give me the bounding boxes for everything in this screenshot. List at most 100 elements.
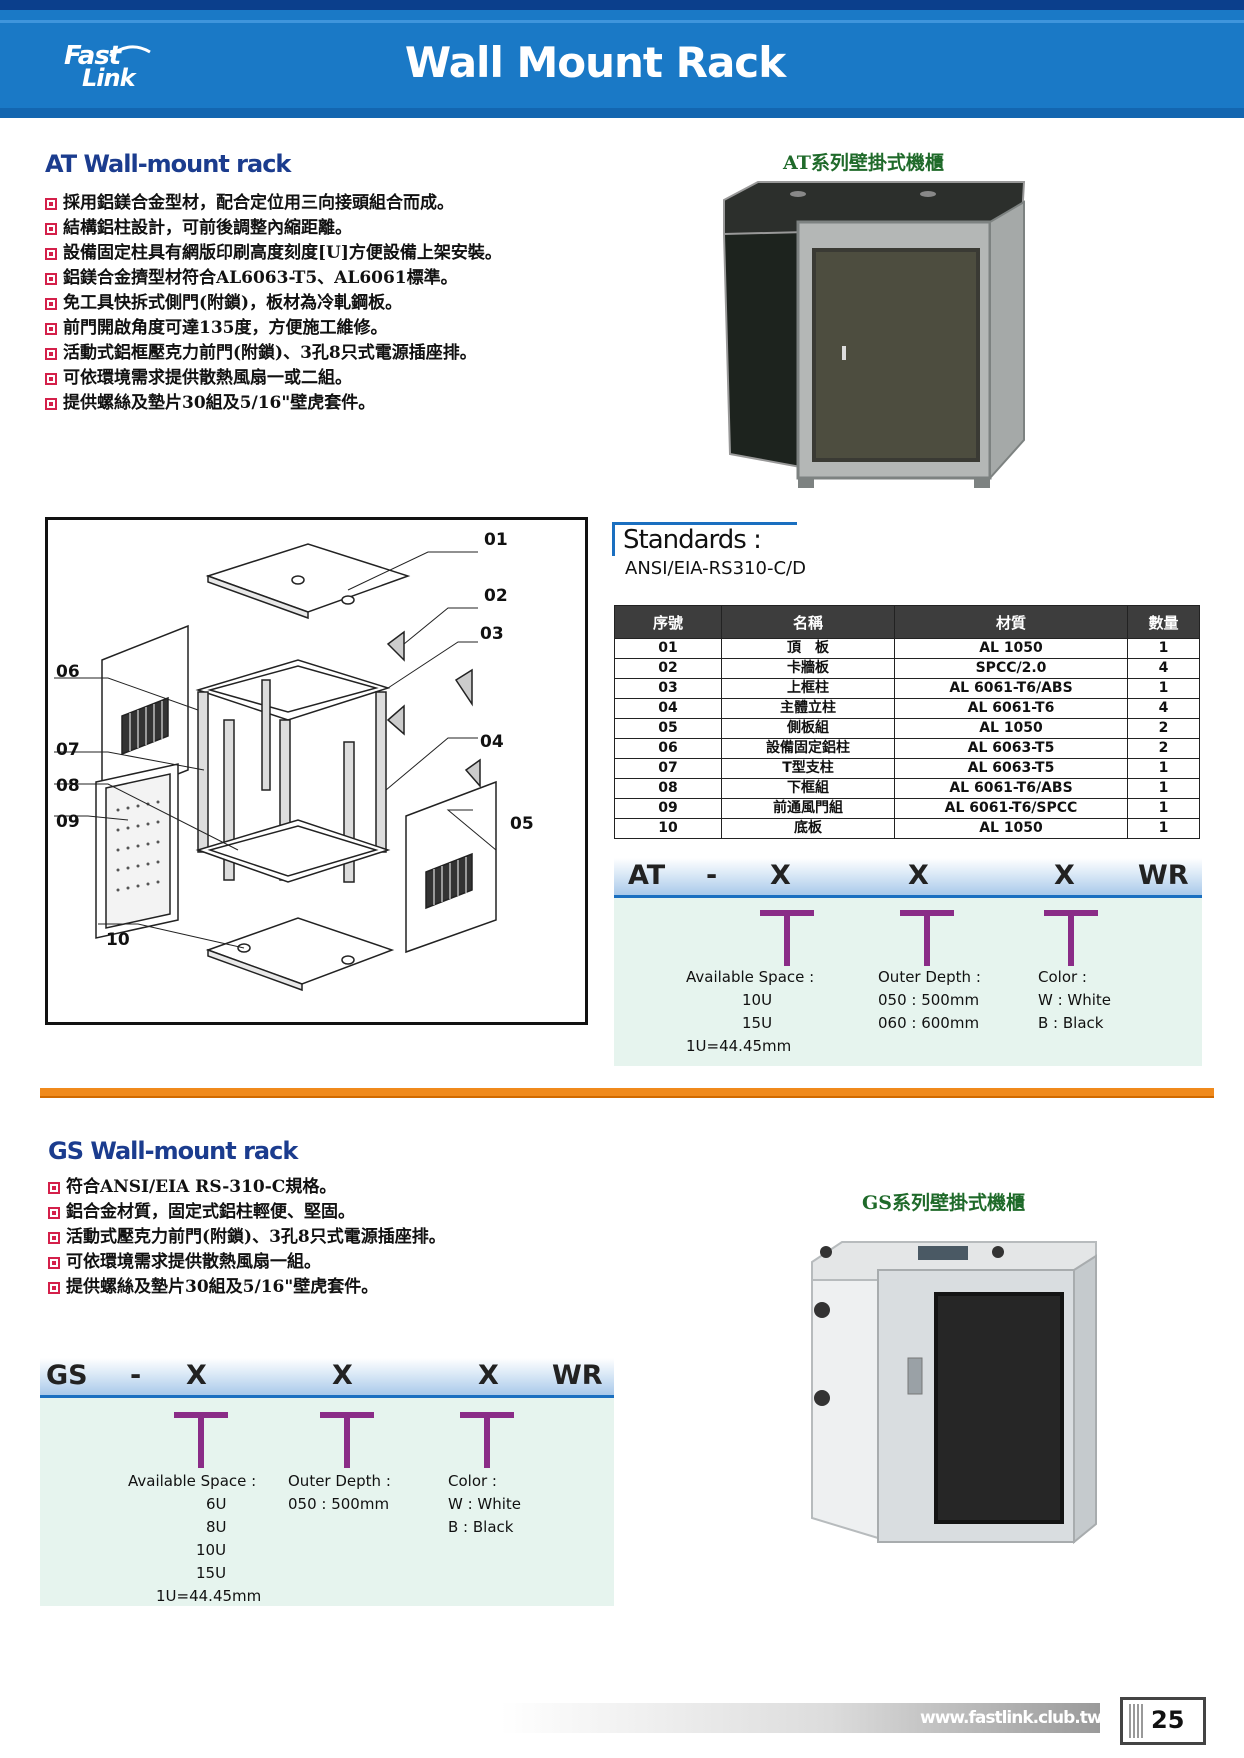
- at-depth-option-2: 060 : 600mm: [878, 1014, 980, 1032]
- part-material-cell: AL 1050: [894, 638, 1128, 659]
- col-header-quantity: 數量: [1127, 605, 1200, 639]
- at-code-depth: X: [908, 860, 929, 891]
- at-code-dash: -: [706, 860, 718, 891]
- part-material-cell: AL 6063-T5: [894, 738, 1128, 759]
- at-code-space: X: [770, 860, 791, 891]
- at-depth-options: Outer Depth : 050 : 500mm 060 : 600mm: [878, 966, 981, 1035]
- page-title: Wall Mount Rack: [404, 38, 786, 87]
- at-color-option-1: W : White: [1038, 991, 1112, 1009]
- bullet-square-icon: [45, 247, 57, 260]
- part-material-cell: AL 6061-T6: [894, 698, 1128, 719]
- part-name-cell: 底板: [721, 818, 895, 839]
- gs-t-marker-color: [460, 1412, 514, 1468]
- footer-bar: [500, 1703, 1100, 1733]
- gs-space-option-4: 15U: [196, 1564, 227, 1582]
- gs-space-note: 1U=44.45mm: [156, 1587, 262, 1605]
- gs-t-marker-depth: [320, 1412, 374, 1468]
- callout-06: 06: [56, 662, 80, 682]
- part-name-cell: 前通風門組: [721, 798, 895, 819]
- header-highlight-line: [0, 20, 1244, 23]
- page-number: 25: [1151, 1706, 1185, 1734]
- at-feature-item: 可依環境需求提供散熱風扇一或二組。: [45, 366, 502, 391]
- gs-feature-text: 可依環境需求提供散熱風扇一組。: [66, 1252, 321, 1272]
- callout-01: 01: [484, 530, 508, 550]
- at-feature-item: 採用鋁鎂合金型材，配合定位用三向接頭組合而成。: [45, 191, 502, 216]
- part-quantity-cell: 1: [1127, 638, 1200, 659]
- gs-space-option-2: 8U: [206, 1518, 227, 1536]
- part-quantity-cell: 2: [1127, 718, 1200, 739]
- part-number-cell: 02: [614, 658, 722, 679]
- at-color-options: Color : W : White B : Black: [1038, 966, 1111, 1035]
- part-quantity-cell: 1: [1127, 778, 1200, 799]
- gs-space-option-1: 6U: [206, 1495, 227, 1513]
- callout-03: 03: [480, 624, 504, 644]
- fastlink-logo-icon: Fast Link: [64, 41, 151, 92]
- bullet-square-icon: [45, 222, 57, 235]
- footer-website-link[interactable]: www.fastlink.club.tw: [920, 1708, 1103, 1728]
- gs-model-code-bar: GS - X X X WR: [40, 1358, 614, 1398]
- at-code-suffix: WR: [1138, 860, 1189, 891]
- gs-feature-item: 活動式壓克力前門(附鎖)、3孔8只式電源插座排。: [48, 1225, 446, 1250]
- gs-code-dash: -: [130, 1360, 142, 1391]
- col-header-name: 名稱: [721, 605, 895, 639]
- rack-exploded-drawing-icon: [54, 543, 497, 992]
- part-name-cell: 卡牆板: [721, 658, 895, 679]
- gs-feature-list: 符合ANSI/EIA RS-310-C規格。鋁合金材質，固定式鋁柱輕便、堅固。活…: [48, 1175, 446, 1300]
- at-model-code-body: Available Space : 10U 15U 1U=44.45mm Out…: [614, 898, 1202, 1066]
- gs-feature-text: 提供螺絲及墊片30組及5/16"壁虎套件。: [66, 1277, 379, 1297]
- gs-rack-photo: [808, 1238, 1098, 1558]
- at-code-color: X: [1054, 860, 1075, 891]
- parts-table-header-row: 序號 名稱 材質 數量: [614, 605, 1200, 639]
- gs-code-suffix: WR: [552, 1360, 603, 1391]
- at-rack-photo: [718, 178, 1028, 494]
- svg-text:Link: Link: [82, 64, 138, 88]
- at-color-option-2: B : Black: [1038, 1014, 1104, 1032]
- part-quantity-cell: 1: [1127, 818, 1200, 839]
- page-number-box: 25: [1120, 1697, 1206, 1745]
- gs-depth-label: Outer Depth :: [288, 1472, 391, 1490]
- standards-value: ANSI/EIA-RS310-C/D: [625, 558, 806, 579]
- part-name-cell: 上框柱: [721, 678, 895, 699]
- part-quantity-cell: 4: [1127, 698, 1200, 719]
- gs-space-label: Available Space :: [128, 1472, 257, 1490]
- gs-code-prefix: GS: [46, 1360, 88, 1391]
- at-depth-option-1: 050 : 500mm: [878, 991, 980, 1009]
- part-quantity-cell: 1: [1127, 678, 1200, 699]
- bullet-square-icon: [45, 372, 57, 385]
- callout-05: 05: [510, 814, 534, 834]
- at-feature-text: 鋁鎂合金擠型材符合AL6063-T5、AL6061標準。: [63, 268, 458, 288]
- at-feature-text: 設備固定柱具有網版印刷高度刻度[U]方便設備上架安裝。: [63, 243, 502, 263]
- part-material-cell: AL 6061-T6/SPCC: [894, 798, 1128, 819]
- at-feature-text: 提供螺絲及墊片30組及5/16"壁虎套件。: [63, 393, 376, 413]
- col-header-number: 序號: [614, 605, 722, 639]
- bullet-square-icon: [48, 1231, 60, 1244]
- gs-space-option-3: 10U: [196, 1541, 227, 1559]
- part-material-cell: AL 6061-T6/ABS: [894, 678, 1128, 699]
- at-feature-item: 設備固定柱具有網版印刷高度刻度[U]方便設備上架安裝。: [45, 241, 502, 266]
- gs-feature-text: 鋁合金材質，固定式鋁柱輕便、堅固。: [66, 1202, 355, 1222]
- callout-02: 02: [484, 586, 508, 606]
- at-model-code-bar: AT - X X X WR: [614, 858, 1202, 898]
- at-feature-item: 免工具快拆式側門(附鎖)，板材為冷軋鋼板。: [45, 291, 502, 316]
- gs-product-caption: GS系列壁掛式機櫃: [862, 1192, 1025, 1214]
- at-t-marker-space: [760, 910, 814, 966]
- exploded-parts-diagram: 01 02 03 04 05 06 07 08 09 10: [45, 517, 588, 1025]
- at-space-note: 1U=44.45mm: [686, 1037, 792, 1055]
- part-number-cell: 01: [614, 638, 722, 659]
- at-feature-text: 前門開啟角度可達135度，方便施工維修。: [63, 318, 388, 338]
- part-number-cell: 05: [614, 718, 722, 739]
- callout-10: 10: [106, 930, 130, 950]
- part-name-cell: 下框組: [721, 778, 895, 799]
- bullet-square-icon: [45, 197, 57, 210]
- part-name-cell: 頂 板: [721, 638, 895, 659]
- standards-title: Standards :: [612, 522, 797, 556]
- at-space-option-1: 10U: [742, 991, 773, 1009]
- bullet-square-icon: [45, 322, 57, 335]
- at-space-option-2: 15U: [742, 1014, 773, 1032]
